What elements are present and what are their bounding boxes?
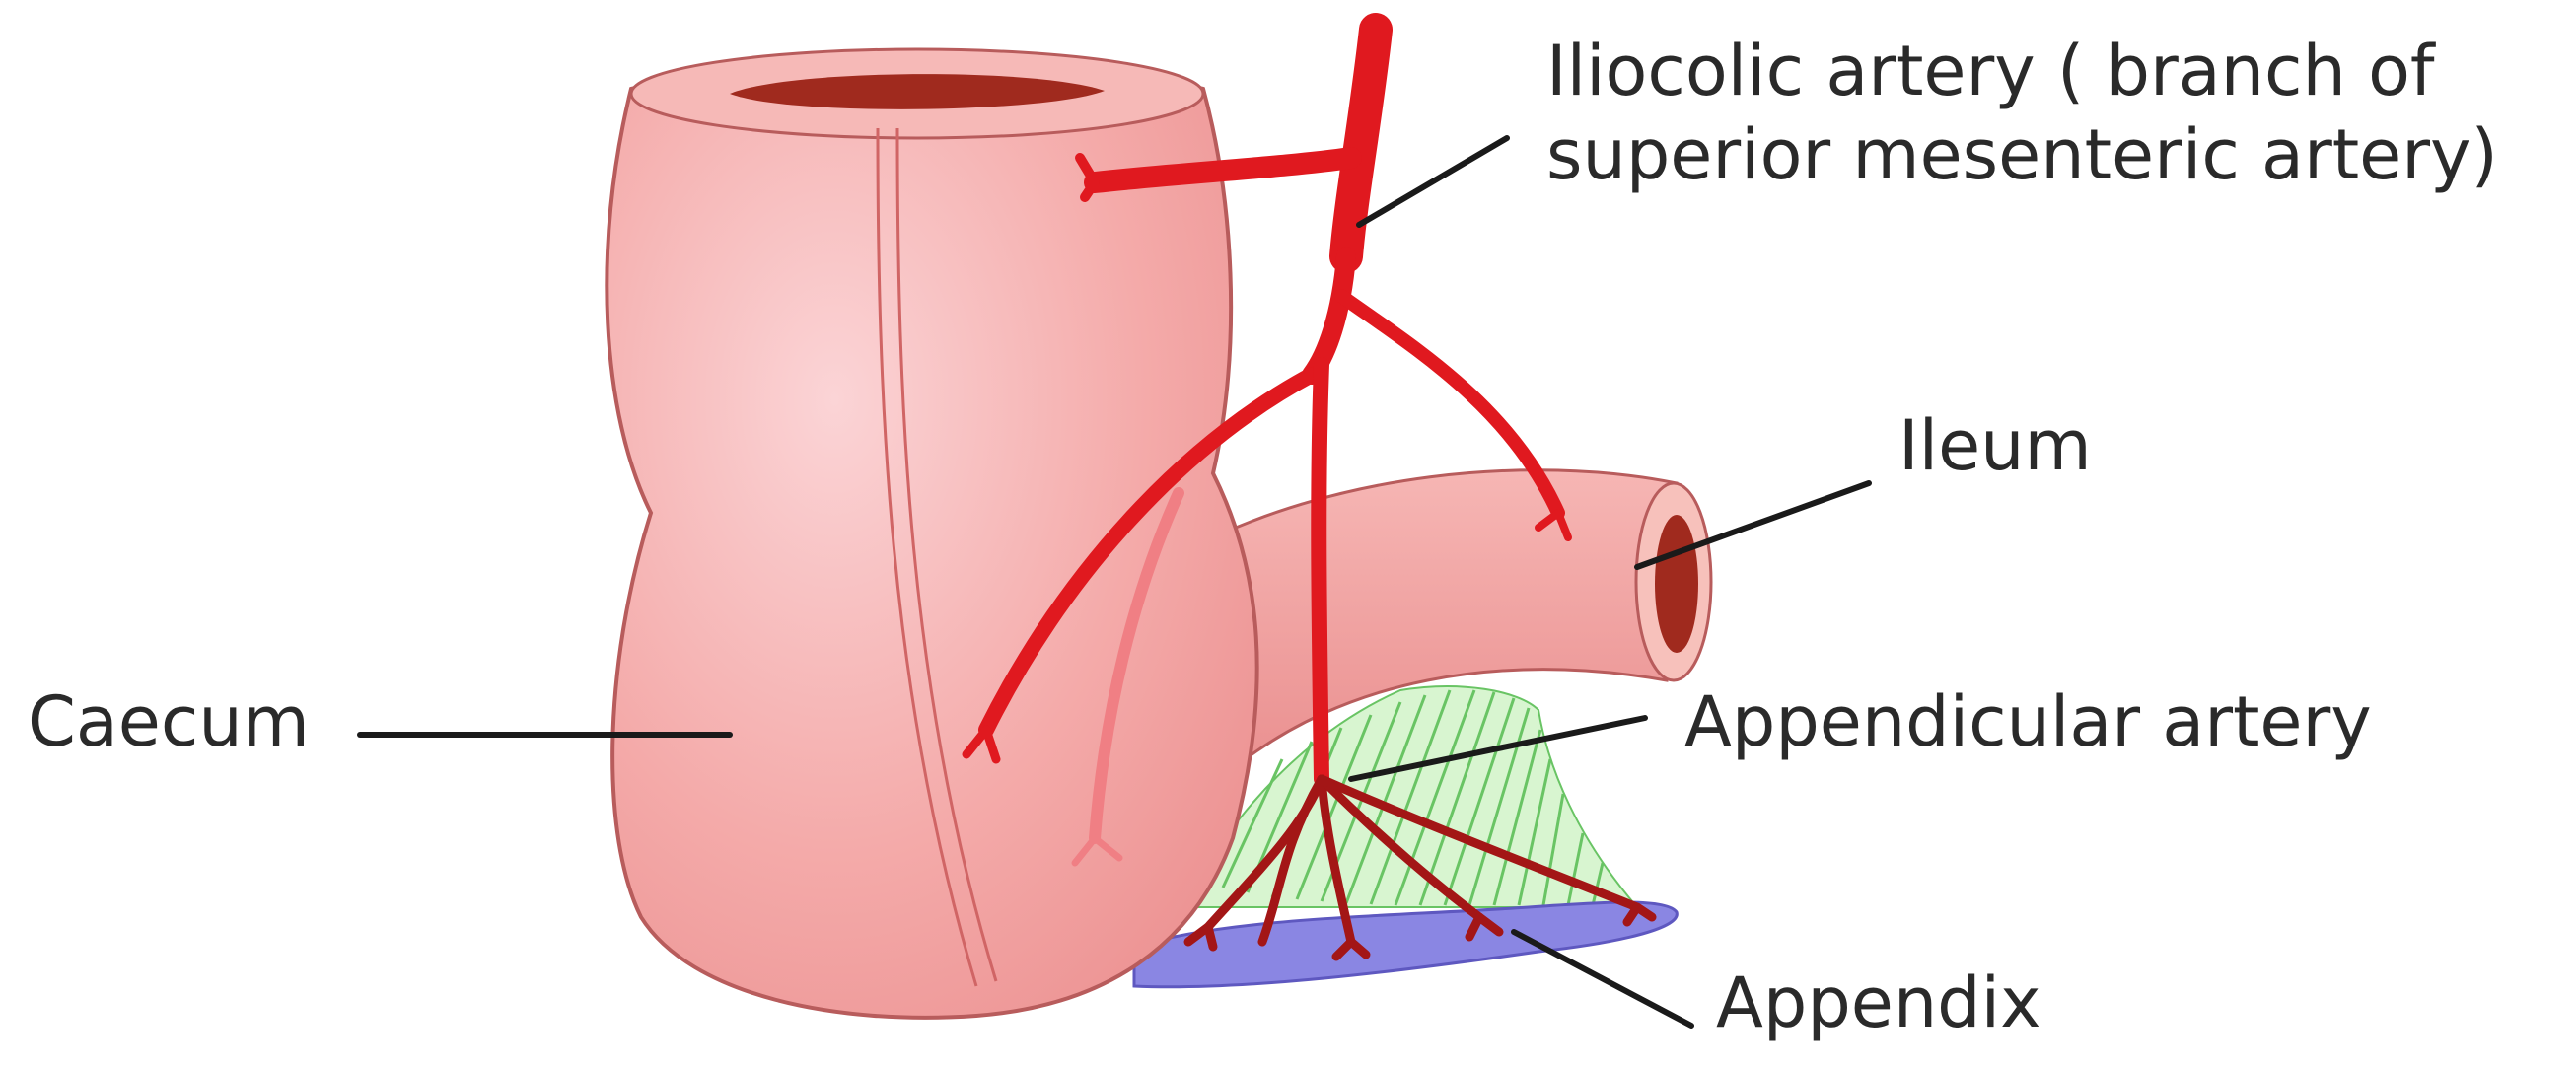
label-iliocolic-line1: Iliocolic artery ( branch of [1546, 30, 2498, 113]
leader-iliocolic [1359, 138, 1507, 225]
leader-appendix [1514, 932, 1691, 1026]
label-ileum: Ileum [1898, 404, 2092, 488]
label-appendix: Appendix [1716, 961, 2041, 1045]
label-appendicular-artery: Appendicular artery [1684, 680, 2372, 764]
label-iliocolic-artery: Iliocolic artery ( branch of superior me… [1546, 30, 2498, 198]
label-iliocolic-line2: superior mesenteric artery) [1546, 113, 2498, 197]
label-caecum: Caecum [28, 680, 310, 764]
ileum-lumen [1655, 515, 1698, 653]
